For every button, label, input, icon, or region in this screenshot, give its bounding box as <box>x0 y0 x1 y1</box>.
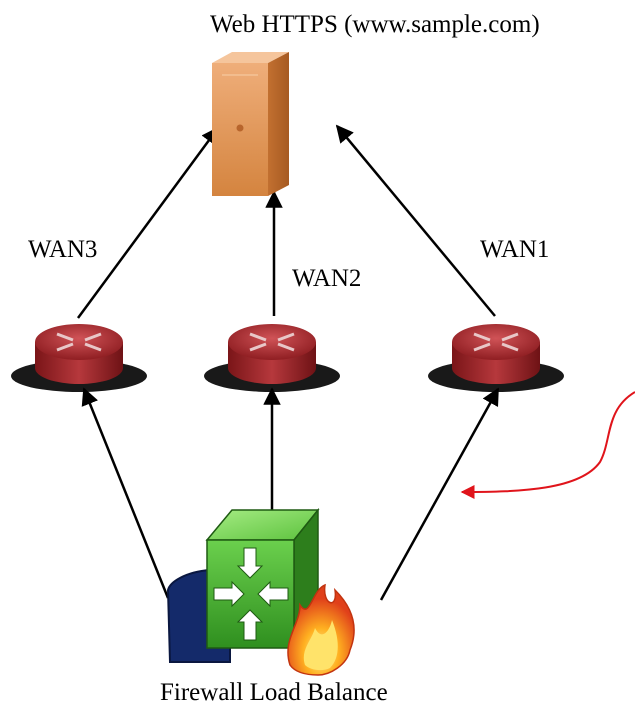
server-label: Web HTTPS (www.sample.com) <box>210 11 540 38</box>
firewall-label: Firewall Load Balance <box>160 679 388 706</box>
router-left-icon <box>11 324 147 392</box>
server-tower-icon <box>212 52 289 196</box>
wan3-link-arrow <box>76 126 220 319</box>
wan3-label: WAN3 <box>28 236 98 263</box>
wan1-link-arrow <box>335 124 496 317</box>
firewall-to-router-left-arrow <box>81 387 170 599</box>
firewall-load-balancer-icon <box>166 507 355 676</box>
router-right-icon <box>428 324 564 392</box>
wan2-label: WAN2 <box>292 265 362 292</box>
wan1-label: WAN1 <box>480 236 550 263</box>
firewall-to-router-right-arrow <box>379 387 500 601</box>
red-curved-arrow-icon <box>460 391 635 499</box>
router-middle-icon <box>204 324 340 392</box>
